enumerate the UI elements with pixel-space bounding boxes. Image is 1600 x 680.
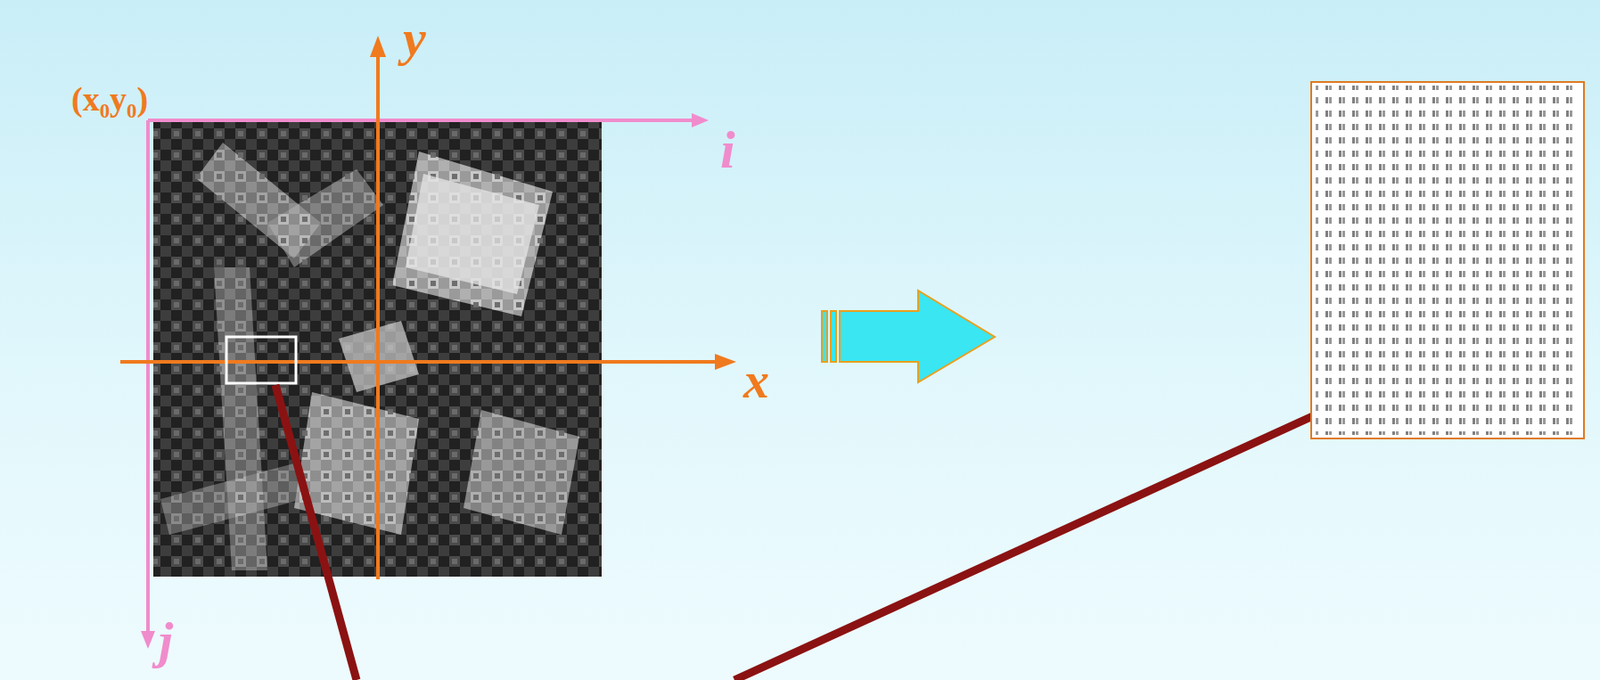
axis-label: y (402, 12, 427, 65)
axis-label: j (158, 615, 173, 667)
pixel-matrix (1311, 82, 1584, 439)
origin-label: (x₀y₀) (71, 82, 148, 116)
pixel-axes (140, 113, 709, 649)
xy-axes (120, 35, 737, 580)
leader-lines (275, 372, 1409, 680)
axis-label: x (743, 354, 770, 407)
block-arrow (821, 290, 995, 383)
axis-label: i (720, 123, 736, 177)
window-box (226, 336, 296, 384)
